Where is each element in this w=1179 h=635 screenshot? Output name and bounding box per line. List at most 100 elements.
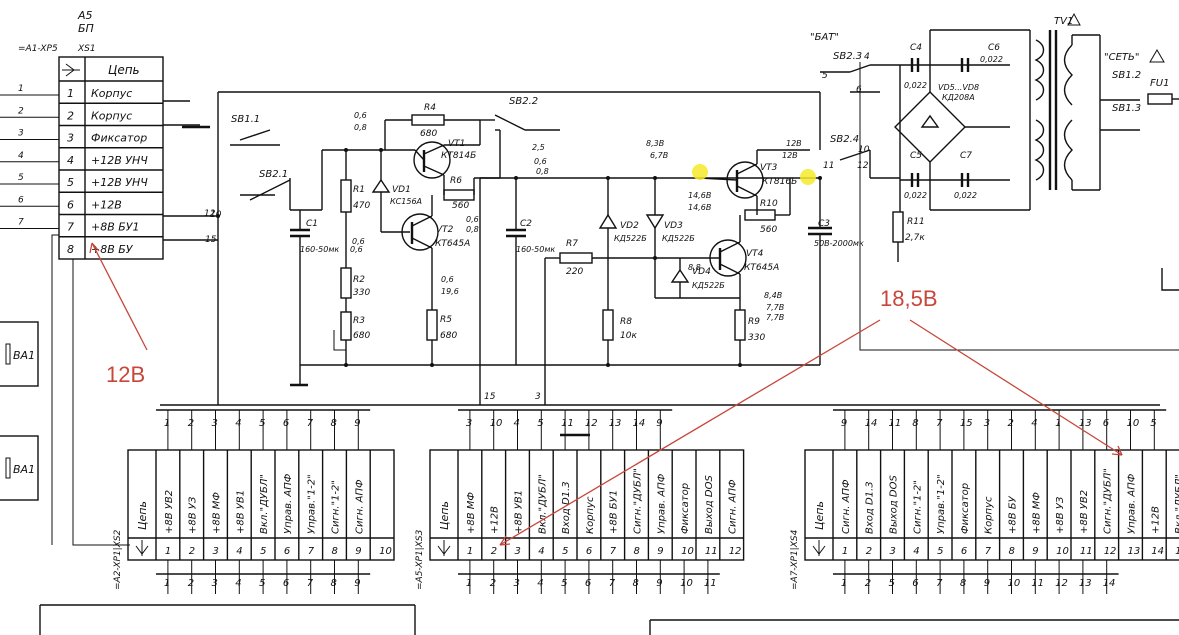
connector-bottom-wire-number: 2 (188, 578, 194, 589)
ba1-label-1: BA1 (13, 349, 35, 362)
wire-num-3: 3 (535, 392, 541, 402)
connector-pin-number: 1 (467, 546, 473, 557)
connector-pin-number: 10 (681, 546, 694, 557)
connector-pin-number: 7 (985, 546, 992, 557)
xs1-ext-number: 6 (18, 195, 24, 205)
voltage-reading: 0,6 (466, 215, 479, 224)
connector-pin-label: Сигн. АПФ (728, 479, 739, 534)
fuse-label: FU1 (1150, 78, 1169, 89)
connector-pin-label: +8В УВ2 (1079, 490, 1090, 534)
vt2-ref: VT2 (436, 225, 454, 235)
connector-pin-number: 5 (562, 546, 568, 557)
connector-pin-label: +8В МФ (1031, 492, 1042, 534)
c2-val: 160-50мк (516, 245, 555, 254)
connector-pin-number: 6 (586, 546, 592, 557)
connector-pin-number: 2 (189, 546, 195, 557)
connector-pin-label: +8В УЗ (1055, 496, 1066, 534)
voltage-reading: 0,6 (534, 157, 547, 166)
voltage-reading: 0,6 (352, 237, 365, 246)
wire-num-10b: 10 (858, 145, 870, 155)
connector-bottom-wire-number: 8 (633, 578, 639, 589)
connector-top-wire-number: 4 (514, 418, 520, 429)
connector-pin-number: 3 (890, 546, 896, 557)
xs1-pin-number: 1 (67, 87, 74, 100)
connector-pin-label: Фиксатор (960, 483, 971, 534)
connector-top-wire-number: 5 (1150, 418, 1156, 429)
connector-pin-number: 8 (1009, 546, 1015, 557)
annotations: 12В 18,5В (89, 242, 1123, 546)
c5-val: 0,022 (904, 191, 927, 200)
connector-top-wire-number: 9 (656, 418, 662, 429)
connector-pin-label: Вкл."ДУБЛ" (259, 474, 270, 534)
voltage-reading: 0,6 (441, 275, 454, 284)
connector-bottom-wire-number: 12 (1055, 578, 1068, 589)
connector-top-wire-number: 6 (1103, 418, 1109, 429)
connector-top-wire-number: 3 (212, 418, 218, 429)
bottom-wiring (39, 404, 1179, 635)
xs1-pin-number: 2 (67, 109, 74, 122)
connector-bottom-wire-number: 9 (656, 578, 662, 589)
vd3-type: КД522Б (662, 234, 695, 243)
sb13-label: SB1.3 (1112, 103, 1141, 114)
connector-pin-label: Корпус (984, 496, 995, 534)
xs1-header: Цепь (108, 63, 140, 77)
connector-pin-label: +8В МФ (466, 492, 477, 534)
connector-pin-number: 14 (1151, 546, 1164, 557)
xs1-pin-label: +12В УНЧ (91, 176, 148, 189)
xs1-pin-label: +8В БУ1 (91, 221, 140, 234)
connector-header: Цепь (813, 501, 826, 530)
connector-bottom-wire-number: 6 (283, 578, 289, 589)
wire-num-15: 15 (205, 235, 217, 245)
voltage-reading: 14,6В (688, 191, 711, 200)
connector-pin-number: 9 (657, 546, 663, 557)
connector-pin-number: 3 (515, 546, 521, 557)
connector-bottom-wire-number: 6 (585, 578, 591, 589)
voltage-reading: 12В (782, 151, 798, 160)
connector-bottom-wire-number: 3 (514, 578, 520, 589)
connector-header: Цепь (438, 501, 451, 530)
vd5-type: КД208А (942, 93, 975, 102)
connector-pin-number: 11 (1080, 546, 1093, 557)
connector-top-wire-number: 2 (188, 418, 194, 429)
connector-pin-number: 7 (610, 546, 617, 557)
connector-pin-number: 2 (491, 546, 497, 557)
xs1-ref: =A1-XP5 (18, 44, 58, 54)
connector-pin-number: 8 (332, 546, 338, 557)
connector-top-wire-number: 7 (936, 418, 943, 429)
connector-bottom-wire-number: 5 (889, 578, 895, 589)
connector-pin-number: 13 (1128, 546, 1141, 557)
connector-bottom-wire-number: 4 (537, 578, 543, 589)
voltage-reading: 7,7В (766, 303, 784, 312)
connector-bottom-wire-number: 5 (259, 578, 265, 589)
c4-ref: C4 (910, 43, 922, 53)
r11-val: 2,7к (905, 233, 925, 243)
connector-header: Цепь (136, 501, 149, 530)
connector-arrow-icon (812, 540, 826, 556)
sb22-label: SB2.2 (509, 96, 538, 107)
connector-pin-number: 10 (1056, 546, 1069, 557)
connector-pin-label: Выход DOS (889, 475, 900, 534)
connector-top-wire-number: 6 (283, 418, 289, 429)
annotation-arrow-xs4 (909, 319, 1123, 456)
r3-ref: R3 (353, 316, 365, 326)
xs1-pin-label: Корпус (91, 109, 132, 122)
wire-num-5: 5 (822, 71, 828, 81)
ba1-label-2: BA1 (13, 463, 35, 476)
r2-val: 330 (353, 288, 370, 298)
xs1-ext-number: 4 (18, 151, 24, 161)
connector-ref: =A7-XP1|XS4 (790, 529, 800, 590)
r4-ref: R4 (424, 103, 436, 113)
connector-bottom-wire-number: 1 (466, 578, 472, 589)
connector-bottom-wire-number: 2 (490, 578, 496, 589)
connector-bottom-wire-number: 6 (912, 578, 918, 589)
connector-bottom-wire-number: 9 (984, 578, 990, 589)
xs1-pin-number: 8 (67, 243, 74, 256)
xs1-ext-number: 1 (18, 84, 24, 94)
voltage-reading: 0,6 (350, 245, 363, 254)
sb12-label: SB1.2 (1112, 70, 1141, 81)
connector-top-wire-number: 9 (354, 418, 360, 429)
connector-top-wire-number: 3 (984, 418, 990, 429)
connector-bottom-wire-number: 5 (561, 578, 567, 589)
r9-ref: R9 (748, 317, 760, 327)
vt3-type: КТ816Б (762, 177, 797, 187)
